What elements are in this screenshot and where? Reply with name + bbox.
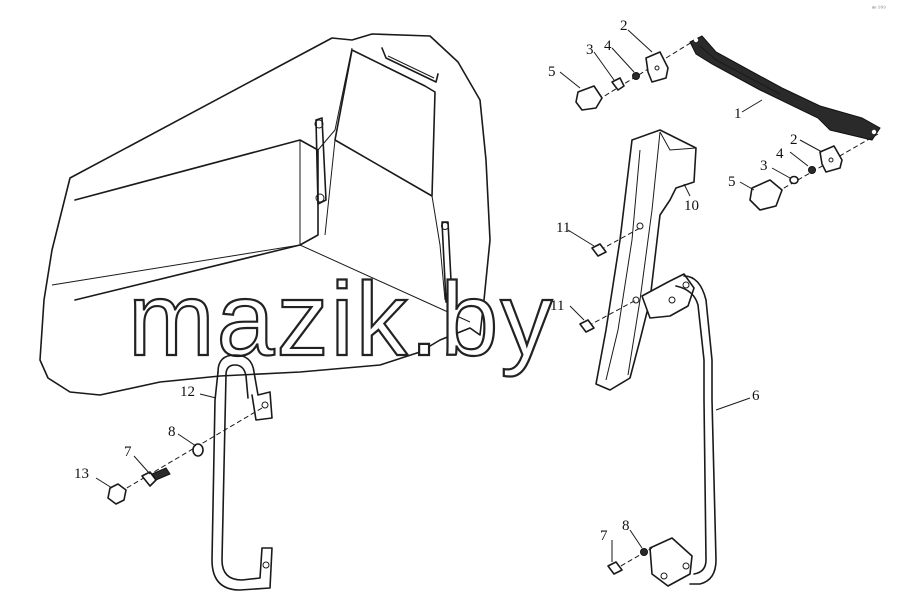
bracket-2-right <box>819 145 843 173</box>
bolt-7-right <box>607 561 623 575</box>
cab-body <box>39 33 491 396</box>
part-12-step-bracket <box>211 354 273 591</box>
cab-outline <box>39 33 491 396</box>
callout-3-right: 3 <box>760 158 768 174</box>
upper-fasteners-right <box>749 133 879 211</box>
roof-handle <box>381 47 439 83</box>
bolt-11-lower <box>579 319 595 333</box>
part-1-rail <box>689 35 881 141</box>
nut-13 <box>107 483 127 505</box>
bolt-11-upper <box>591 243 607 257</box>
callout-4-top: 4 <box>604 38 612 54</box>
watermark: mazik.by <box>128 262 554 378</box>
part-10-side-plate <box>595 129 697 391</box>
washer-4-right <box>808 166 816 174</box>
right-fasteners <box>607 547 653 575</box>
callout-8-right: 8 <box>622 518 630 534</box>
callout-11-upper: 11 <box>556 220 570 236</box>
callout-12: 12 <box>180 384 195 400</box>
cab-lower-edge <box>51 244 471 323</box>
cab-rear-line <box>431 195 446 301</box>
side-handle-left <box>315 117 327 205</box>
cab-side-line <box>324 139 336 236</box>
washer-8 <box>192 443 204 457</box>
callout-10: 10 <box>684 198 699 214</box>
callout-11-lower: 11 <box>550 298 564 314</box>
callout-4-right: 4 <box>776 146 784 162</box>
callout-1: 1 <box>734 106 742 122</box>
callout-leaders <box>95 29 823 562</box>
side-handle-rear <box>441 221 453 303</box>
bracket-2-top <box>645 51 669 83</box>
callout-3-top: 3 <box>586 42 594 58</box>
cap-5-top <box>575 85 603 111</box>
cap-5-right <box>749 179 783 211</box>
callout-7-right: 7 <box>600 528 608 544</box>
bolt-3-right <box>789 175 799 185</box>
rear-window <box>334 49 436 197</box>
callout-8-left: 8 <box>168 424 176 440</box>
callout-2-right: 2 <box>790 132 798 148</box>
bolt-7-shank <box>151 467 171 481</box>
callout-6: 6 <box>752 388 760 404</box>
upper-fasteners-top <box>575 41 693 111</box>
corner-mark: ᵃⁿ ⁹⁹⁹ <box>872 5 886 12</box>
bolts-11 <box>579 227 641 333</box>
left-fasteners <box>107 407 263 505</box>
callout-7-left: 7 <box>124 444 132 460</box>
callout-5-top: 5 <box>548 64 556 80</box>
washer-8-right <box>640 548 648 556</box>
callout-labels: 1 2 2 3 3 4 4 5 5 6 7 7 8 8 10 11 11 12 … <box>74 18 798 544</box>
part-6-step-bracket <box>641 273 717 587</box>
washer-4-top <box>632 72 640 80</box>
callout-2-top: 2 <box>620 18 628 34</box>
bolt-3-top <box>611 77 625 91</box>
callout-5-right: 5 <box>728 174 736 190</box>
callout-13: 13 <box>74 466 89 482</box>
